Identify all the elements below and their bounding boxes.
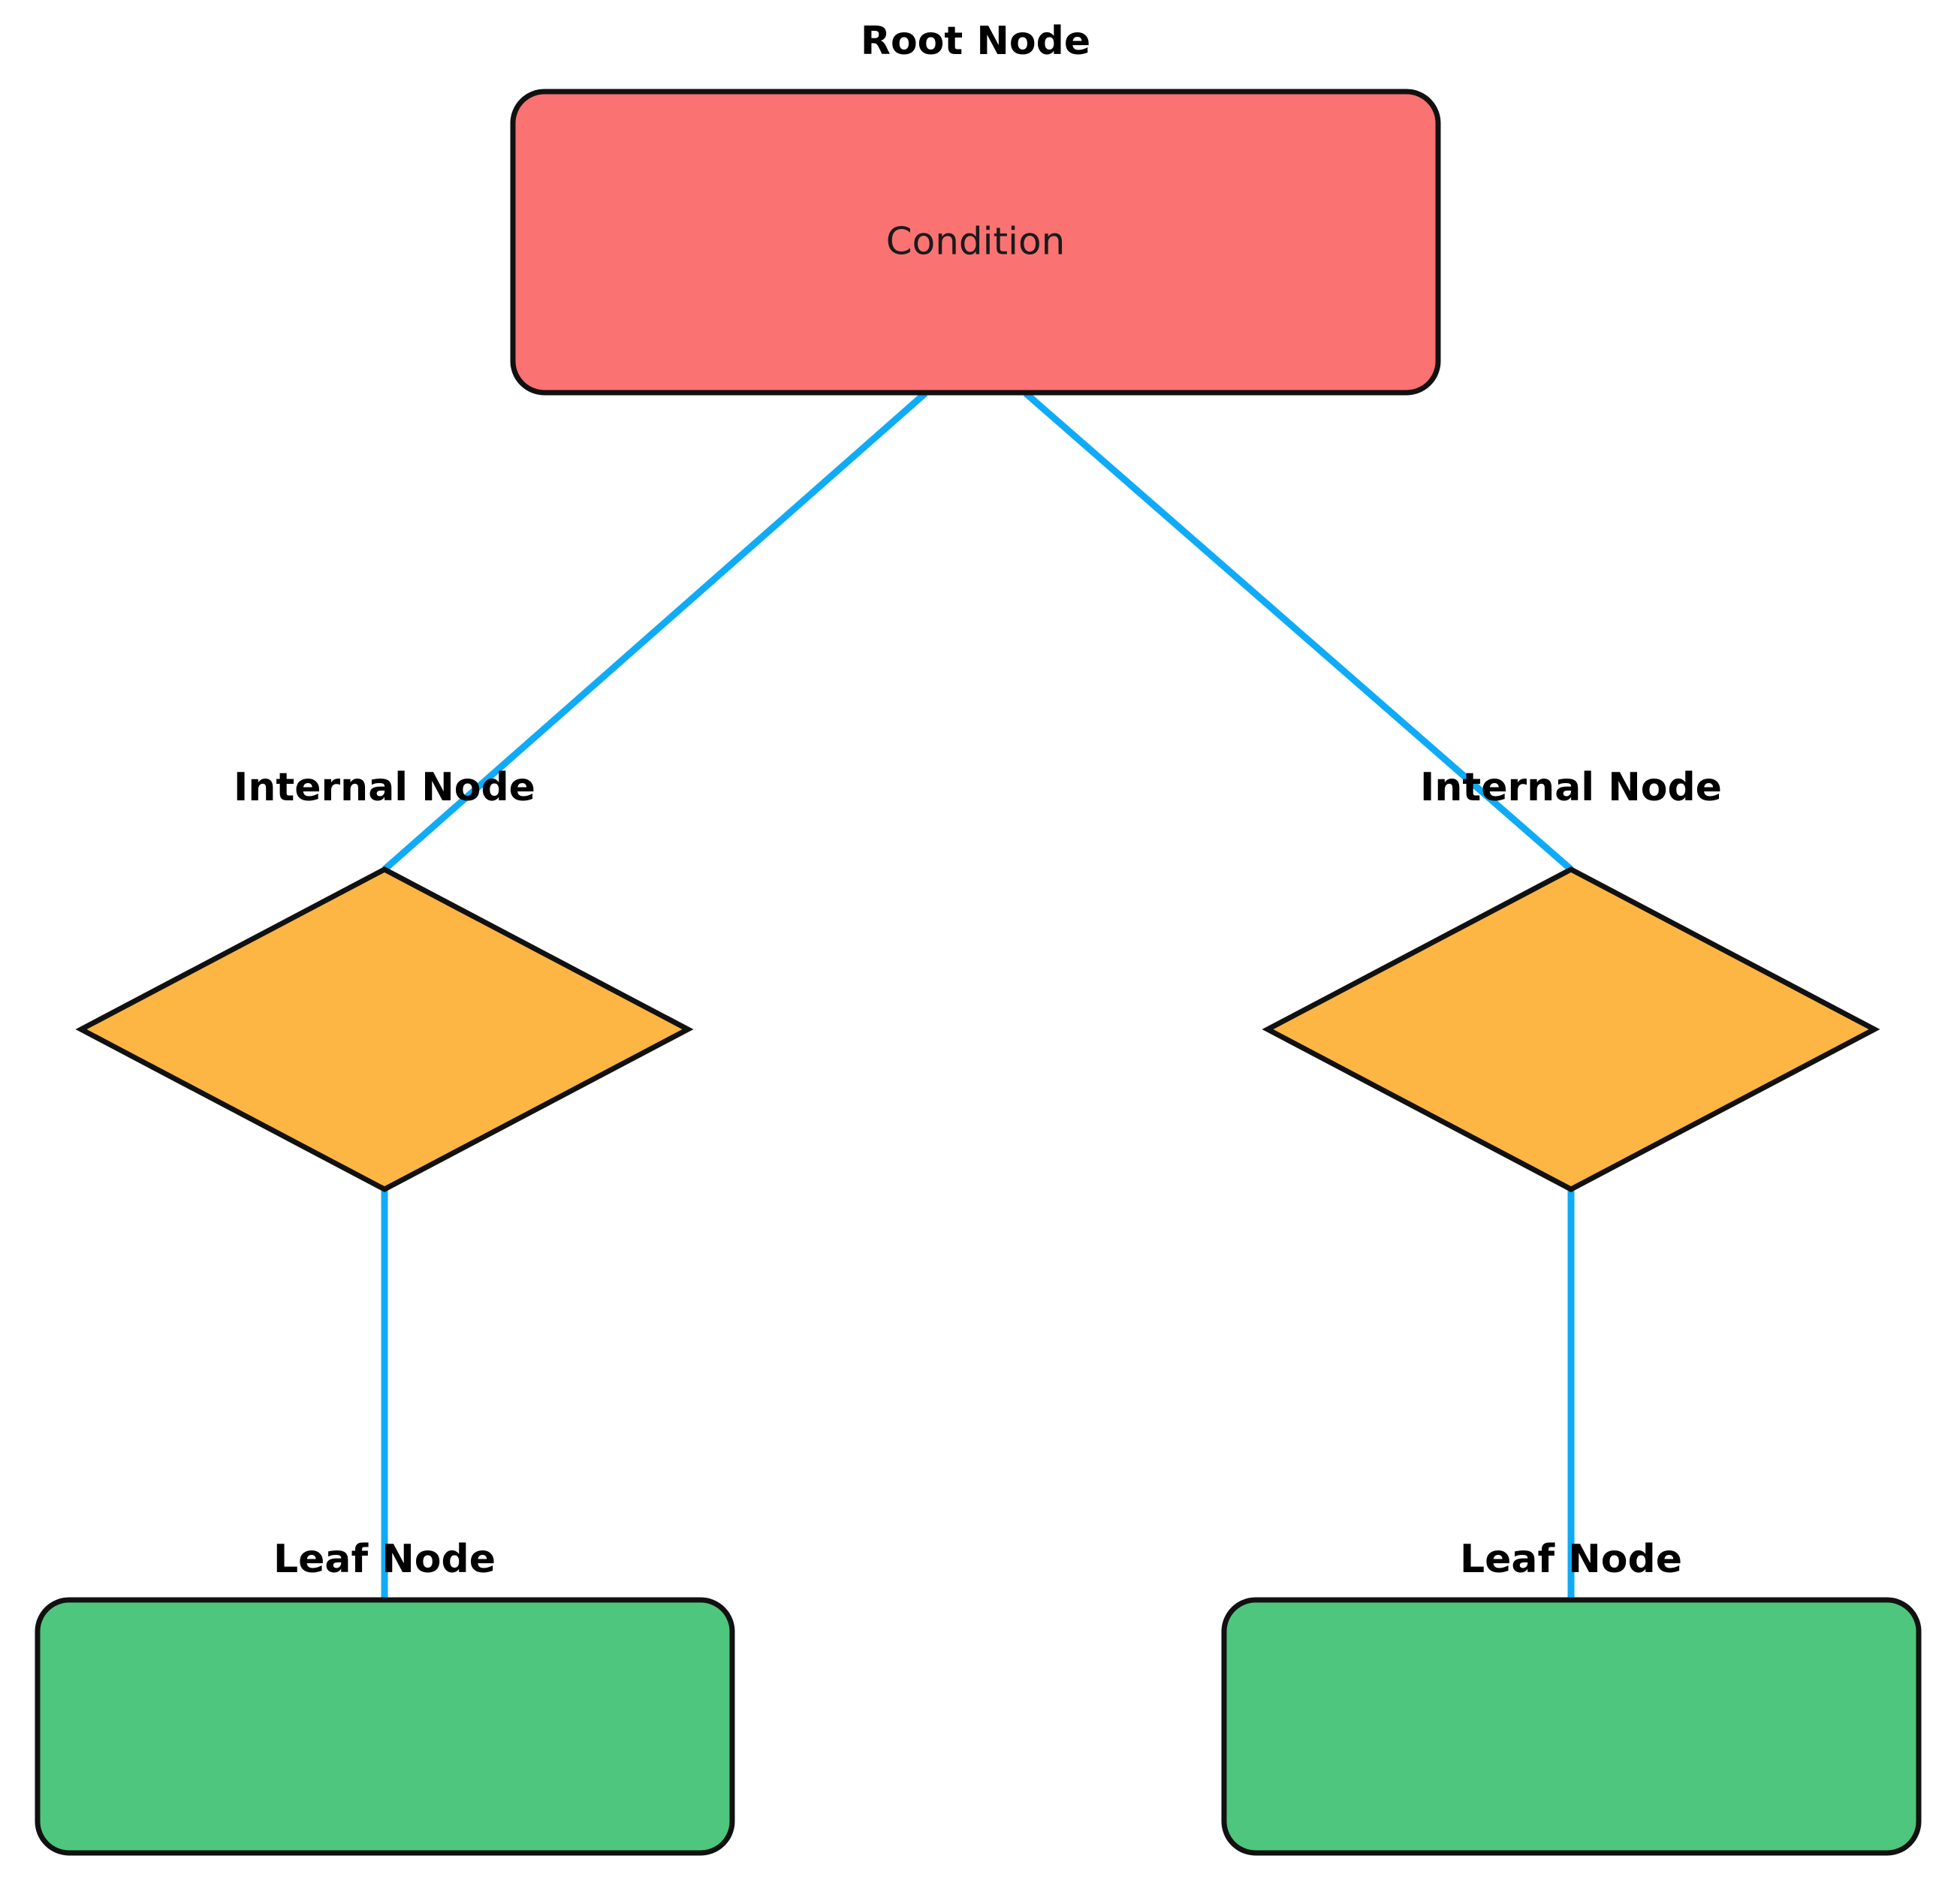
root-node-shape[interactable] [510, 89, 1441, 396]
node-shape-layer [35, 89, 1922, 1856]
edge-layer [381, 390, 1575, 1600]
root-node-text: Condition [886, 220, 1066, 264]
internal-left-node-label: Internal Node [234, 765, 535, 810]
root-node-label: Root Node [861, 19, 1090, 64]
leaf-right-node-label: Leaf Node [1460, 1537, 1682, 1582]
internal-left-node-shape[interactable] [75, 866, 694, 1192]
internal-right-node-shape[interactable] [1262, 866, 1880, 1192]
leaf-left-node-shape[interactable] [35, 1597, 735, 1856]
edge-root-to-internal-right [1024, 390, 1573, 872]
leaf-right-node-shape[interactable] [1221, 1597, 1922, 1856]
node-text-layer: Condition [886, 220, 1066, 264]
internal-right-node-label: Internal Node [1420, 765, 1722, 810]
edge-root-to-internal-left [382, 390, 927, 872]
leaf-left-node-label: Leaf Node [273, 1537, 496, 1582]
node-label-layer: Root Node Internal Node Internal Node Le… [234, 19, 1722, 1582]
